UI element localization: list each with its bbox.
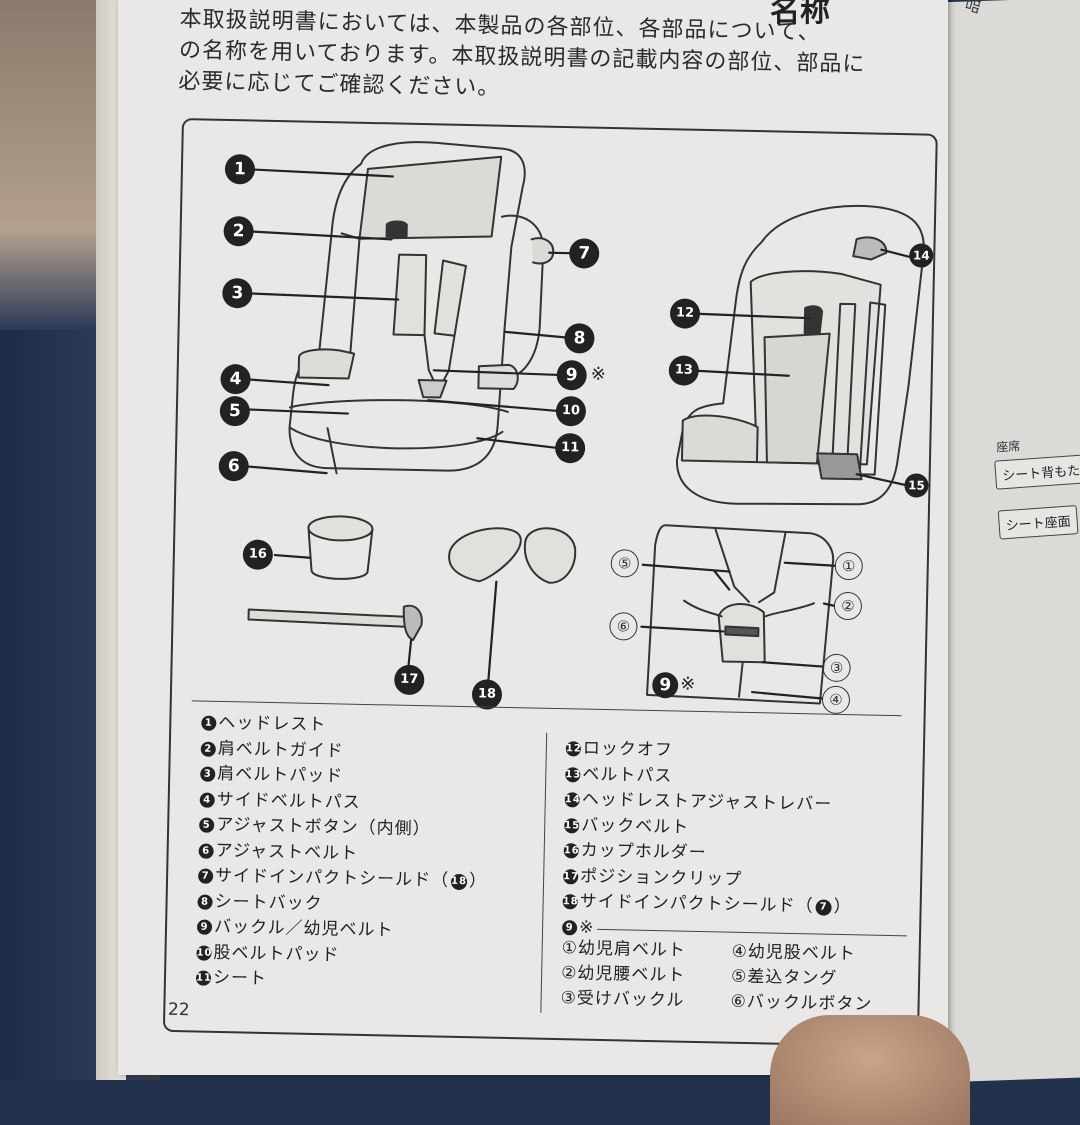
side-impact-shield-drawings — [449, 526, 576, 583]
facing-box-seat-back: シート背もたれ — [994, 453, 1080, 489]
legend-number: 10 — [196, 945, 211, 960]
legend-ref-number: 7 — [815, 899, 831, 915]
belt-legend-item: ②幼児腰ベルト — [561, 961, 731, 990]
legend-number: 12 — [566, 741, 581, 756]
legend-number: 16 — [564, 843, 579, 858]
legend-number: 14 — [565, 792, 580, 807]
legend-number: 8 — [197, 894, 212, 909]
legend-number: 18 — [563, 894, 578, 909]
legend-number: 17 — [563, 869, 578, 884]
rear-view-seat-drawing — [676, 202, 925, 507]
legend-number: 13 — [565, 767, 580, 782]
legend-number: 5 — [199, 818, 214, 833]
legend-label: ベルトパス — [582, 762, 673, 789]
belt-legend-item: ③受けバックル — [560, 986, 730, 1015]
legend-close-paren: ） — [833, 895, 852, 921]
legend-label: サイドインパクトシールド（ — [579, 890, 813, 920]
legend-label: ロックオフ — [583, 737, 674, 764]
belt-legend-item: ⑥バックルボタン — [730, 990, 872, 1018]
facing-label: 座席 — [996, 437, 1021, 456]
intro-line-3: 必要に応じてご確認ください。 — [178, 69, 500, 101]
facing-line-1: 品に関して — [961, 0, 1002, 16]
belt-legend-item: ⑤差込タング — [731, 965, 838, 992]
parts-diagram-frame: 1 2 3 4 5 6 7 8 9 ※ 10 11 12 13 14 15 16… — [163, 118, 938, 1048]
cup-holder-drawing — [307, 516, 372, 580]
legend-number: 9 — [197, 920, 212, 935]
legend-label: アジャストベルト — [215, 838, 358, 866]
front-view-seat-drawing — [289, 140, 556, 478]
callout-9-note-mark: ※ — [591, 364, 607, 385]
car-seat-illustrations — [172, 120, 936, 716]
belt-legend-item: ④幼児股ベルト — [731, 940, 856, 968]
legend-ref-number: 18 — [451, 874, 467, 890]
legend-label: 肩ベルトパッド — [217, 762, 344, 790]
legend-label: シートバック — [214, 889, 323, 917]
legend-number: 2 — [201, 741, 216, 756]
section-title-fragment: 名称 — [770, 0, 830, 30]
legend-number: 4 — [200, 792, 215, 807]
facing-box-seat-cushion: シート座面 — [998, 505, 1079, 539]
legend-label: 股ベルトパッド — [213, 940, 340, 968]
legend-number: 6 — [199, 843, 214, 858]
legend-label: バックベルト — [581, 813, 690, 841]
belt-legend-item: ①幼児肩ベルト — [561, 936, 731, 965]
legend-label: 肩ベルトガイド — [218, 736, 345, 764]
detail-note-mark: ※ — [680, 674, 696, 695]
legend-label: サイドベルトパス — [216, 787, 361, 816]
legend-label: シート — [213, 966, 268, 993]
legend-number: 9 — [562, 920, 577, 935]
legend-label: バックル／幼児ベルト — [214, 915, 394, 944]
legend-label: ポジションクリップ — [580, 864, 742, 893]
legend-number: 11 — [196, 971, 211, 986]
legend-number: 3 — [200, 767, 215, 782]
legend-label: ヘッドレスト — [218, 711, 327, 739]
page-number: 22 — [168, 1000, 190, 1020]
legend-number: 7 — [198, 869, 213, 884]
legend-number: 1 — [201, 716, 216, 731]
legend-number: 15 — [564, 818, 579, 833]
legend-close-paren: ） — [469, 869, 488, 895]
legend-label: カップホルダー — [580, 839, 707, 867]
position-clip-drawing — [248, 602, 422, 640]
legend-column-divider — [540, 733, 547, 1013]
thumb — [770, 1015, 970, 1125]
